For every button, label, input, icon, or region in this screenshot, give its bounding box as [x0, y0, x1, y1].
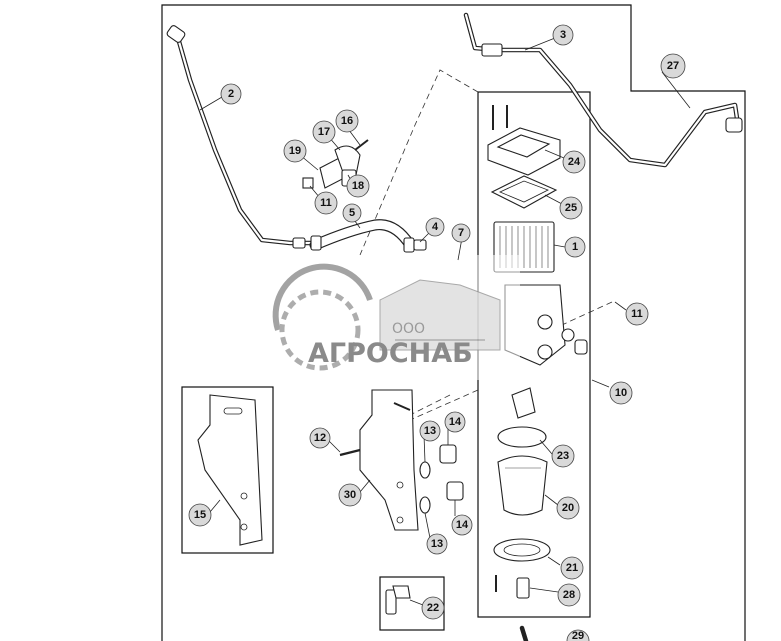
svg-text:13: 13 [431, 538, 443, 550]
svg-text:27: 27 [667, 60, 679, 72]
callout-17: 17 [312, 120, 336, 144]
fuel-hose-5 [309, 219, 416, 253]
callout-30: 30 [338, 483, 362, 507]
svg-text:12: 12 [314, 432, 326, 444]
callout-28: 28 [557, 583, 581, 607]
callout-18: 18 [346, 174, 370, 198]
callout-1: 1 [564, 236, 586, 258]
callout-19: 19 [283, 139, 307, 163]
watermark-prefix: ООО [392, 321, 425, 337]
inset-box-sensor [379, 576, 445, 631]
sensor-22 [385, 585, 411, 615]
fuel-line-29 [519, 625, 529, 641]
callout-20: 20 [556, 496, 580, 520]
svg-text:15: 15 [194, 509, 206, 521]
svg-text:10: 10 [615, 387, 627, 399]
callout-10: 10 [609, 381, 633, 405]
assembly-line [409, 389, 479, 421]
watermark-company: АГРОСНАБ [308, 338, 473, 369]
callout-27: 27 [660, 53, 686, 79]
callout-21: 21 [560, 556, 584, 580]
watermark-logo [270, 255, 520, 380]
svg-text:20: 20 [562, 502, 574, 514]
callout-15: 15 [188, 503, 212, 527]
inset-box-bracket [181, 386, 274, 554]
callout-5: 5 [342, 203, 362, 223]
svg-text:22: 22 [427, 602, 439, 614]
callout-13: 13 [426, 533, 448, 555]
fitting-4 [413, 239, 427, 251]
svg-text:14: 14 [449, 416, 462, 428]
svg-text:16: 16 [341, 115, 353, 127]
mounting-plate-30 [359, 389, 419, 531]
svg-text:2: 2 [228, 88, 234, 100]
callout-2: 2 [220, 83, 242, 105]
fuel-line-3 [463, 12, 743, 168]
svg-text:19: 19 [289, 145, 301, 157]
callout-12: 12 [309, 427, 331, 449]
svg-text:18: 18 [352, 180, 364, 192]
svg-text:5: 5 [349, 207, 355, 219]
svg-text:11: 11 [320, 197, 332, 209]
diagram-frame [161, 4, 746, 641]
callout-13: 13 [419, 420, 441, 442]
fuel-line-2 [166, 25, 313, 249]
svg-text:1: 1 [572, 241, 578, 253]
svg-text:30: 30 [344, 489, 356, 501]
svg-text:3: 3 [560, 29, 566, 41]
svg-text:14: 14 [456, 519, 469, 531]
callout-16: 16 [335, 109, 359, 133]
svg-text:21: 21 [566, 562, 578, 574]
svg-text:29: 29 [572, 630, 584, 641]
callout-3: 3 [552, 24, 574, 46]
svg-text:23: 23 [557, 450, 569, 462]
filter-stack [487, 105, 588, 599]
svg-text:25: 25 [565, 202, 577, 214]
callout-14: 14 [451, 514, 473, 536]
callout-22: 22 [421, 596, 445, 620]
bolt-set [339, 444, 464, 514]
svg-text:7: 7 [458, 227, 464, 239]
svg-text:24: 24 [568, 156, 581, 168]
callout-24: 24 [562, 150, 586, 174]
bracket-15 [197, 394, 263, 546]
svg-text:17: 17 [318, 126, 330, 138]
svg-text:11: 11 [631, 308, 643, 320]
assembly-line [539, 301, 613, 336]
callout-11: 11 [314, 191, 338, 215]
callout-23: 23 [551, 444, 575, 468]
svg-text:13: 13 [424, 425, 436, 437]
callout-7: 7 [451, 223, 471, 243]
callout-11: 11 [625, 302, 649, 326]
svg-text:28: 28 [563, 589, 575, 601]
callout-4: 4 [425, 217, 445, 237]
callout-25: 25 [559, 196, 583, 220]
callout-14: 14 [444, 411, 466, 433]
svg-text:4: 4 [432, 221, 439, 233]
callout-29: 29 [566, 629, 590, 641]
leader-lines [199, 37, 691, 606]
assembly-line [359, 69, 479, 256]
